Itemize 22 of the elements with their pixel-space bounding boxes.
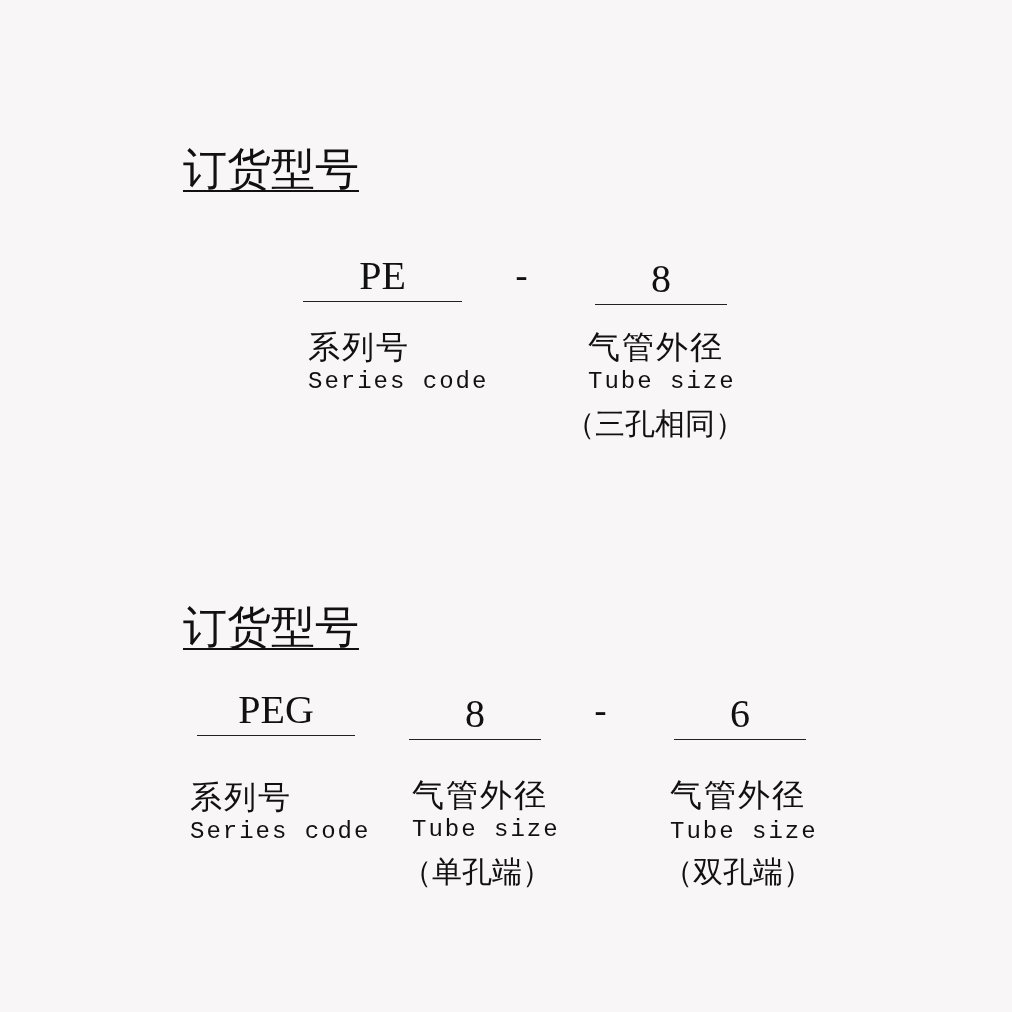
code-segment: PE <box>303 252 462 302</box>
code-segment: 6 <box>674 690 806 740</box>
code-segment: PEG <box>197 686 355 736</box>
field-label: 气管外径 <box>588 327 724 368</box>
field-label-english: Series code <box>190 818 371 845</box>
heading: 订货型号 <box>183 600 359 654</box>
field-label: 气管外径 <box>412 775 548 816</box>
field-label-english: Tube size <box>412 816 560 843</box>
field-label: 系列号 <box>308 327 410 368</box>
field-label-english: Tube size <box>670 818 818 845</box>
separator: - <box>594 690 607 731</box>
field-label-english: Tube size <box>588 368 736 395</box>
field-label: 系列号 <box>190 777 292 818</box>
code-segment: 8 <box>409 690 541 740</box>
separator: - <box>515 255 528 296</box>
field-label: 气管外径 <box>670 775 806 816</box>
field-note: （双孔端） <box>663 853 813 891</box>
code-segment: 8 <box>595 255 727 305</box>
field-note: （单孔端） <box>402 853 552 891</box>
field-note: （三孔相同） <box>565 405 745 443</box>
field-label-english: Series code <box>308 368 489 395</box>
heading: 订货型号 <box>183 142 359 196</box>
